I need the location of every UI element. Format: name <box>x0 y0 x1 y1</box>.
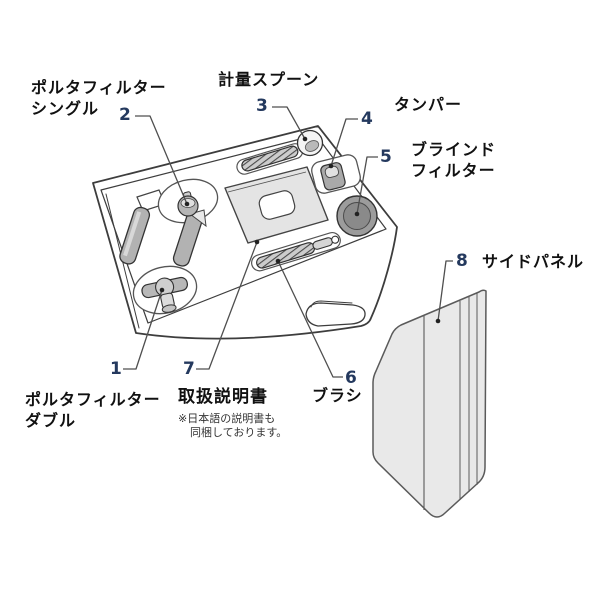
label-line: シングル <box>31 99 100 118</box>
label-line: ポルタフィルター <box>31 78 167 97</box>
label-line: ダブル <box>25 411 77 430</box>
label-portafilter-single: ポルタフィルター シングル <box>31 77 167 119</box>
note-line: 同梱しております。 <box>190 426 288 439</box>
part-number-5: 5 <box>380 147 392 167</box>
label-manual: 取扱説明書 <box>178 387 268 408</box>
box-handle-cutout <box>305 300 366 327</box>
brush-shape <box>251 231 341 272</box>
measuring-spoon-shape <box>236 129 324 175</box>
label-portafilter-double: ポルタフィルター ダブル <box>25 389 161 431</box>
leader-dots <box>159 136 441 324</box>
label-line: 取扱説明書 <box>178 387 268 407</box>
label-side-panel: サイドパネル <box>482 251 584 272</box>
label-line: タンパー <box>394 95 463 114</box>
part-number-6: 6 <box>345 368 357 388</box>
part-number-8: 8 <box>456 251 468 271</box>
label-tamper: タンパー <box>394 94 462 115</box>
part-number-1: 1 <box>110 359 122 379</box>
portafilter-single-shape <box>157 178 219 267</box>
label-line: ポルタフィルター <box>25 390 161 409</box>
manual-shape <box>224 166 329 244</box>
label-line: 計量スプーン <box>218 70 320 89</box>
manual-note: ※日本語の説明書も 同梱しております。 <box>178 412 287 440</box>
label-line: ブラインド <box>411 140 497 159</box>
note-line: ※日本語の説明書も <box>178 412 276 425</box>
leader-lines <box>123 106 453 378</box>
label-brush: ブラシ <box>312 385 363 406</box>
label-line: フィルター <box>411 161 496 180</box>
label-blind-filter: ブラインド フィルター <box>411 139 496 181</box>
side-panel-shape <box>372 289 487 518</box>
portafilter-double-shape <box>119 189 198 315</box>
label-line: ブラシ <box>312 386 363 405</box>
part-number-7: 7 <box>183 359 195 379</box>
part-number-2: 2 <box>119 105 131 125</box>
label-line: サイドパネル <box>482 252 585 271</box>
part-number-4: 4 <box>361 109 373 129</box>
label-measuring-spoon: 計量スプーン <box>218 69 319 90</box>
part-number-3: 3 <box>256 96 268 116</box>
